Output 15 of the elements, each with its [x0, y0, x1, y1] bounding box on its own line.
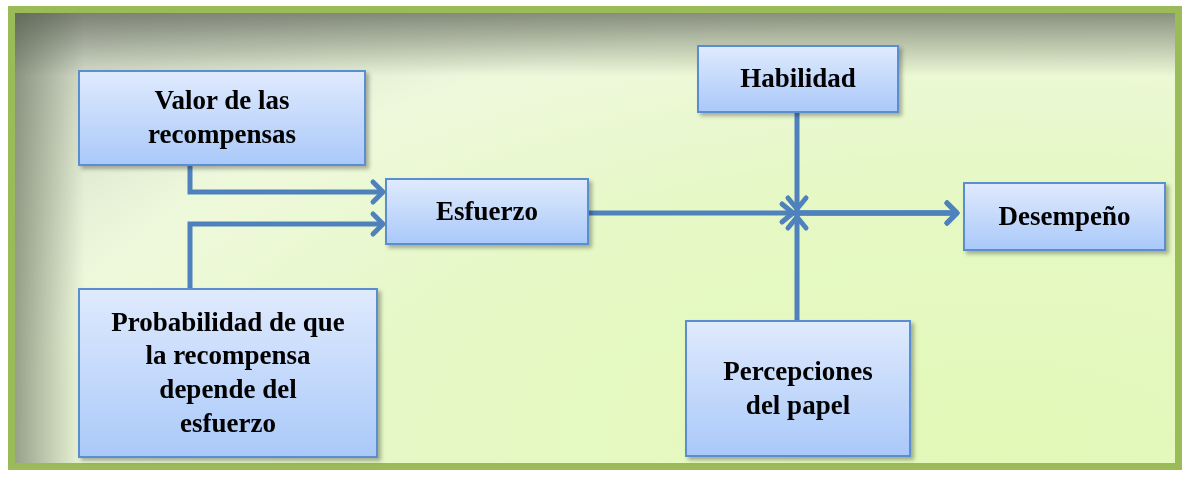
- arrow: [187, 166, 386, 205]
- box-label: Habilidad: [740, 62, 856, 96]
- arrow: [187, 211, 386, 288]
- process-box: [963, 182, 1166, 251]
- box-label: Desempeño: [998, 199, 1131, 233]
- process-box: [78, 288, 378, 458]
- process-box: [385, 178, 589, 245]
- box-label: Probabilidad de que la recompensa depende del esfuerzo: [110, 305, 346, 440]
- box-label: Esfuerzo: [436, 194, 538, 228]
- arrow: [785, 200, 960, 320]
- process-box: [685, 320, 911, 457]
- process-box: [78, 70, 366, 166]
- process-box: [697, 45, 899, 113]
- box-label: Percepciones del papel: [722, 354, 874, 422]
- box-label: Valor de las recompensas: [147, 84, 297, 151]
